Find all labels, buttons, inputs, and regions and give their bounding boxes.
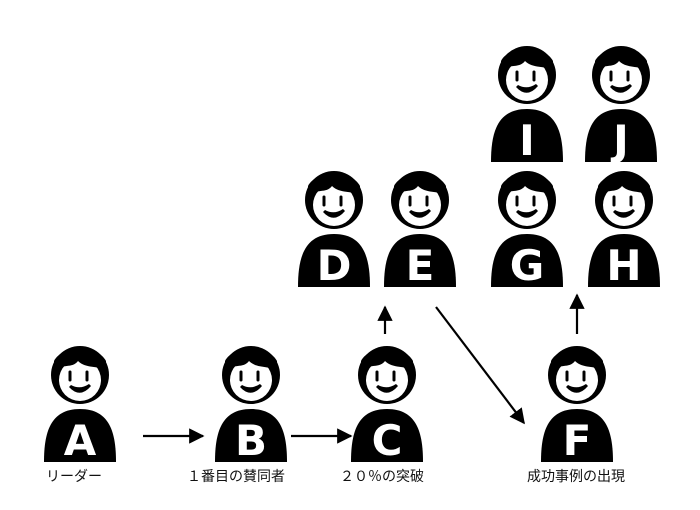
person-j: J — [585, 46, 657, 165]
person-body — [384, 234, 456, 287]
person-body — [491, 234, 563, 287]
smile — [610, 84, 632, 93]
smile — [376, 384, 398, 393]
person-c: C — [351, 346, 423, 465]
caption-success-case: 成功事例の出現 — [527, 469, 625, 485]
person-face — [59, 359, 101, 401]
smile — [69, 384, 91, 393]
person-hair — [551, 349, 603, 371]
caption-first-follower: １番目の賛同者 — [187, 469, 285, 485]
smile — [566, 384, 588, 393]
caption-breakthrough: ２０％の突破 — [340, 469, 424, 485]
person-letter: J — [610, 116, 629, 165]
smile — [409, 209, 431, 218]
person-hair — [501, 174, 553, 196]
person-body — [44, 409, 116, 462]
person-hair — [54, 349, 106, 371]
person-hair — [225, 349, 277, 371]
person-body — [588, 234, 660, 287]
person-letter: F — [563, 416, 592, 465]
person-f: F — [541, 346, 613, 465]
person-face — [230, 359, 272, 401]
person-i: I — [491, 46, 563, 165]
smile — [516, 84, 538, 93]
person-hair — [361, 349, 413, 371]
person-e: E — [384, 171, 456, 290]
person-letter: G — [510, 241, 544, 290]
person-h: H — [588, 171, 660, 290]
person-body — [585, 109, 657, 162]
person-hair — [501, 49, 553, 71]
person-letter: C — [372, 416, 403, 465]
person-letter: D — [317, 241, 352, 290]
person-letter: I — [519, 116, 535, 165]
people-layer: A B C D E F G H I J — [44, 46, 660, 465]
person-body — [541, 409, 613, 462]
person-face — [556, 359, 598, 401]
smile — [613, 209, 635, 218]
smile — [323, 209, 345, 218]
person-b: B — [215, 346, 287, 465]
person-hair — [394, 174, 446, 196]
person-face — [603, 184, 645, 226]
person-hair — [598, 174, 650, 196]
person-hair — [595, 49, 647, 71]
person-letter: H — [606, 241, 641, 290]
arrow-e-to-f — [435, 306, 525, 425]
caption-leader: リーダー — [46, 469, 102, 485]
arrows-layer — [143, 293, 585, 444]
person-face — [399, 184, 441, 226]
person-body — [351, 409, 423, 462]
person-letter: E — [406, 241, 435, 290]
smile — [516, 209, 538, 218]
person-body — [215, 409, 287, 462]
person-face — [313, 184, 355, 226]
person-face — [366, 359, 408, 401]
person-face — [600, 59, 642, 101]
person-letter: B — [235, 416, 267, 465]
person-hair — [308, 174, 360, 196]
person-g: G — [491, 171, 563, 290]
person-face — [506, 184, 548, 226]
person-d: D — [298, 171, 370, 290]
person-body — [298, 234, 370, 287]
smile — [240, 384, 262, 393]
person-a: A — [44, 346, 116, 465]
person-face — [506, 59, 548, 101]
person-body — [491, 109, 563, 162]
person-letter: A — [64, 416, 97, 465]
